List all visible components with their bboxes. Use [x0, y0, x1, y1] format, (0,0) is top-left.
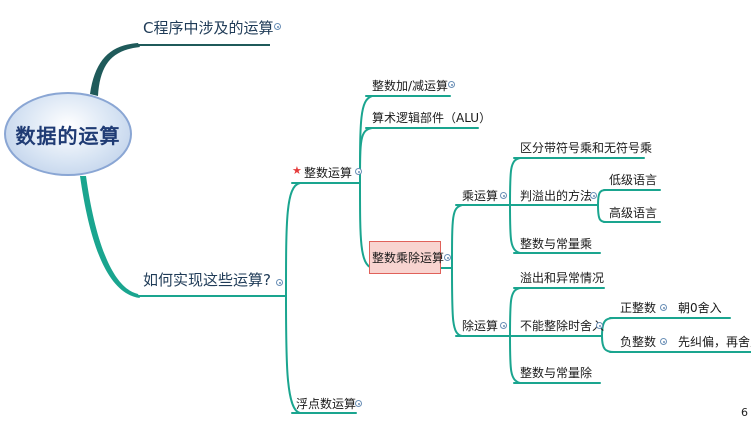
collapse-toggle-icon[interactable]	[355, 400, 362, 407]
root-node[interactable]: 数据的运算	[4, 92, 132, 176]
connector-root-how	[80, 176, 140, 298]
node-correct-round[interactable]: 先纠偏，再舍入	[678, 335, 751, 349]
node-neg-int[interactable]: 负整数	[620, 335, 657, 349]
node-pos-int[interactable]: 正整数	[620, 301, 657, 315]
connector-muldiv-div	[451, 267, 463, 337]
highlight-box	[369, 241, 441, 274]
collapse-toggle-icon[interactable]	[660, 304, 667, 311]
node-overflow[interactable]: 判溢出的方法	[520, 189, 593, 203]
node-float-ops[interactable]: 浮点数运算	[296, 397, 357, 411]
branch-how[interactable]: 如何实现这些运算?	[143, 271, 271, 289]
connector-div-exc	[509, 287, 521, 337]
connector-how-int	[285, 182, 301, 297]
collapse-toggle-icon[interactable]	[444, 254, 451, 261]
node-low-lang[interactable]: 低级语言	[609, 173, 658, 187]
node-add-sub[interactable]: 整数加/减运算	[372, 79, 449, 93]
connector-int-muldiv	[359, 182, 373, 269]
node-overflow-exc[interactable]: 溢出和异常情况	[520, 271, 605, 285]
node-muldiv[interactable]: 整数乘除运算	[372, 251, 445, 265]
branch-c-ops[interactable]: C程序中涉及的运算	[143, 19, 274, 37]
star-icon: ★	[292, 164, 302, 177]
connector-how-float	[285, 295, 301, 414]
collapse-toggle-icon[interactable]	[276, 279, 283, 286]
node-const-div[interactable]: 整数与常量除	[520, 366, 593, 380]
page-number: 6	[741, 406, 748, 419]
node-int-ops[interactable]: 整数运算	[304, 166, 353, 180]
node-toward-zero[interactable]: 朝0舍入	[678, 301, 722, 315]
collapse-toggle-icon[interactable]	[355, 168, 362, 175]
connector-overflow-high	[597, 204, 607, 223]
connector-round-neg	[601, 335, 615, 353]
collapse-toggle-icon[interactable]	[274, 23, 281, 30]
node-const-mul[interactable]: 整数与常量乘	[520, 237, 593, 251]
node-signed-unsigned[interactable]: 区分带符号乘和无符号乘	[520, 141, 653, 155]
connector-muldiv-mul	[451, 204, 463, 269]
collapse-toggle-icon[interactable]	[660, 338, 667, 345]
node-alu[interactable]: 算术逻辑部件（ALU）	[372, 111, 492, 125]
node-div[interactable]: 除运算	[462, 319, 499, 333]
node-high-lang[interactable]: 高级语言	[609, 206, 658, 220]
node-mul[interactable]: 乘运算	[462, 189, 499, 203]
connector-div-const	[509, 335, 521, 384]
connector-mul-const	[509, 204, 521, 254]
connector-overflow-low	[597, 189, 607, 206]
collapse-toggle-icon[interactable]	[448, 81, 455, 88]
collapse-toggle-icon[interactable]	[596, 322, 603, 329]
connector-int-alu	[359, 127, 373, 184]
collapse-toggle-icon[interactable]	[590, 192, 597, 199]
root-label: 数据的运算	[15, 123, 121, 148]
collapse-toggle-icon[interactable]	[500, 322, 507, 329]
node-round[interactable]: 不能整除时舍入	[520, 319, 605, 333]
collapse-toggle-icon[interactable]	[500, 192, 507, 199]
connector-mul-signed	[509, 157, 521, 206]
connector-root-c-ops	[90, 43, 140, 96]
